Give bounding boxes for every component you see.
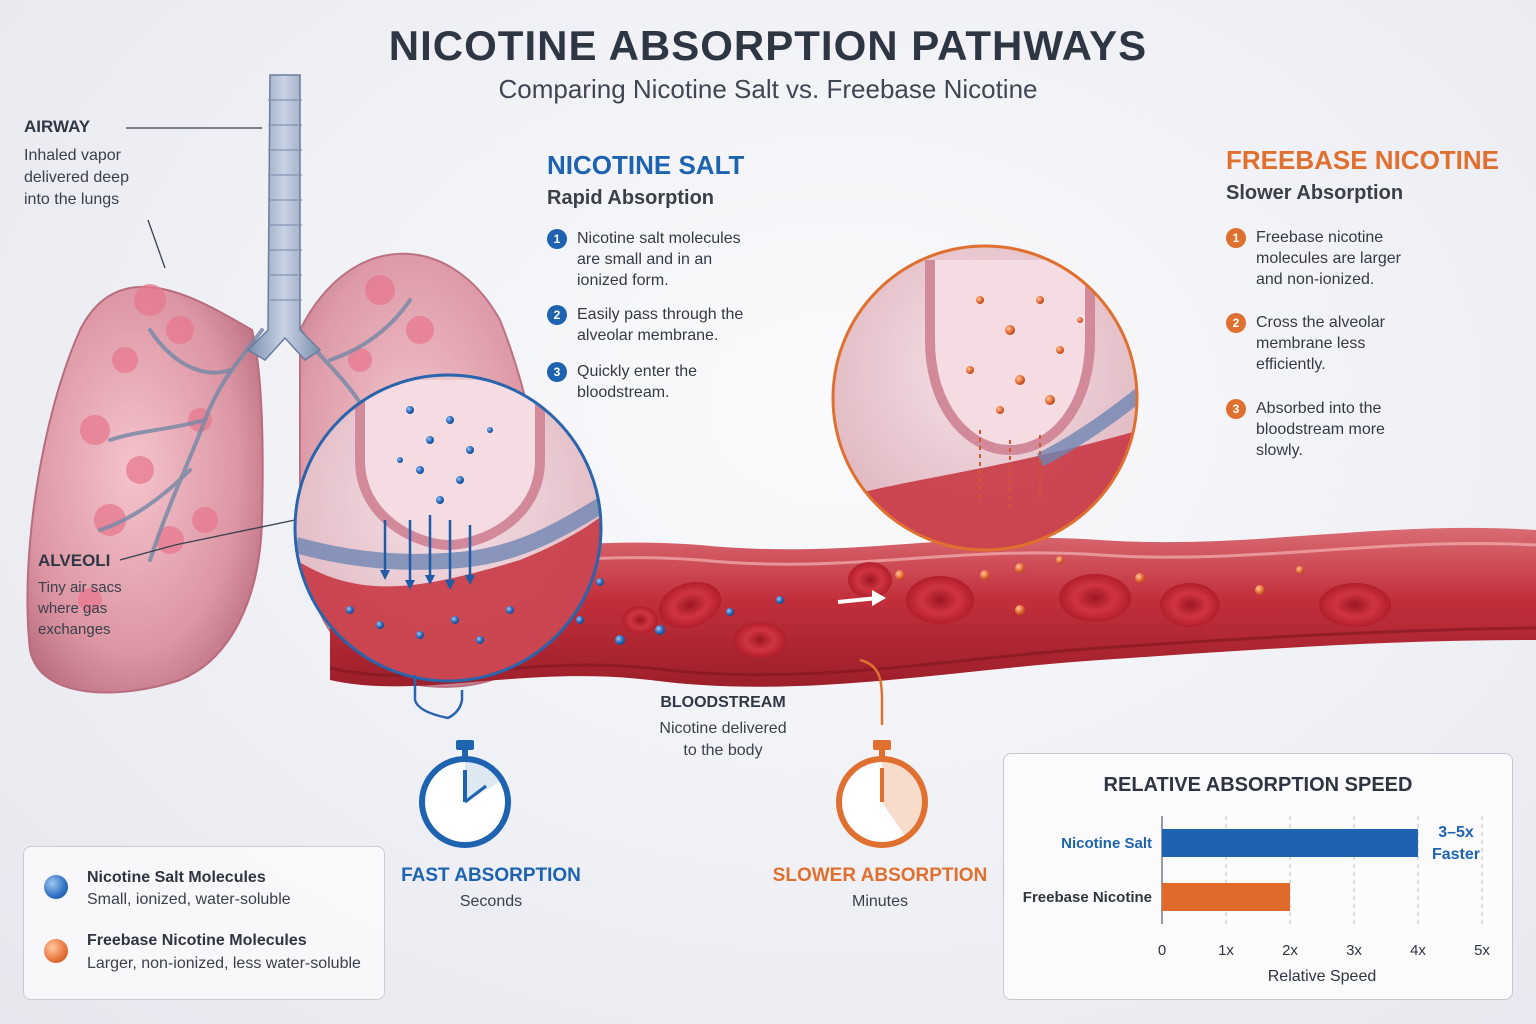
slow-absorption-label: SLOWER ABSORPTION (772, 865, 988, 886)
freebase-molecule-swatch (44, 939, 68, 963)
step-line: Cross the alveolar (1256, 314, 1385, 331)
salt-magnifier-circle (293, 373, 603, 720)
freebase-panel-subtitle: Slower Absorption (1226, 182, 1404, 204)
airway-line: into the lungs (24, 191, 120, 208)
slow-absorption-sub: Minutes (851, 893, 909, 910)
legend: Nicotine Salt Molecules Small, ionized, … (23, 846, 385, 1000)
step-line: ionized form. (577, 272, 669, 289)
step-line: are small and in an (577, 251, 713, 268)
legend-salt-name: Nicotine Salt Molecules (87, 869, 266, 886)
step-line: Easily pass through the (577, 306, 744, 323)
chart-tick-label: 3x (1346, 942, 1362, 959)
step-line: membrane less (1256, 335, 1366, 352)
salt-molecule-swatch (44, 875, 68, 899)
step-line: alveolar membrane. (577, 327, 719, 344)
chart-tick-label: 4x (1410, 942, 1426, 959)
salt-step: 1 Nicotine salt molecules are small and … (547, 228, 777, 291)
step-line: Freebase nicotine (1256, 229, 1384, 246)
step-line: molecules are larger (1256, 250, 1401, 267)
salt-step: 2 Easily pass through the alveolar membr… (547, 304, 777, 346)
step-number: 1 (547, 229, 567, 249)
step-number: 2 (1226, 313, 1246, 333)
blood-vessel-illustration (329, 527, 1536, 687)
airway-callout: AIRWAY Inhaled vapor delivered deep into… (24, 117, 129, 211)
bloodstream-line: to the body (683, 742, 763, 759)
alveoli-callout: ALVEOLI Tiny air sacs where gas exchange… (38, 551, 122, 640)
freebase-step: 1 Freebase nicotine molecules are larger… (1226, 227, 1456, 290)
chart-annotation: 3–5x (1438, 824, 1474, 841)
chart-x-axis-label: Relative Speed (1268, 968, 1377, 985)
step-line: Nicotine salt molecules (577, 230, 741, 247)
freebase-step: 3 Absorbed into the bloodstream more slo… (1226, 398, 1456, 461)
salt-step: 3 Quickly enter the bloodstream. (547, 361, 777, 403)
step-number: 1 (1226, 228, 1246, 248)
salt-panel-subtitle: Rapid Absorption (547, 187, 715, 209)
airway-line: delivered deep (24, 169, 129, 186)
page-subtitle: Comparing Nicotine Salt vs. Freebase Nic… (498, 74, 1038, 104)
chart-tick-label: 0 (1158, 942, 1166, 959)
alveoli-line: Tiny air sacs (38, 579, 122, 596)
stopwatch-icon (836, 740, 928, 848)
step-number: 3 (547, 362, 567, 382)
chart-title: RELATIVE ABSORPTION SPEED (1103, 774, 1413, 796)
freebase-panel-title: FREEBASE NICOTINE (1226, 145, 1500, 175)
alveoli-line: where gas (38, 600, 108, 617)
step-line: Quickly enter the (577, 363, 698, 380)
step-number: 2 (547, 305, 567, 325)
chart-tick-label: 2x (1282, 942, 1298, 959)
bloodstream-callout: BLOODSTREAM Nicotine delivered to the bo… (623, 694, 823, 762)
step-line: bloodstream more (1256, 421, 1385, 438)
freebase-panel: FREEBASE NICOTINE Slower Absorption 1 Fr… (1226, 145, 1526, 467)
salt-panel-title: NICOTINE SALT (547, 150, 745, 180)
page-title: NICOTINE ABSORPTION PATHWAYS (388, 22, 1148, 69)
chart-annotation: Faster (1432, 846, 1480, 863)
step-line: and non-ionized. (1256, 271, 1375, 288)
absorption-speed-chart: RELATIVE ABSORPTION SPEED 0 1x 2x 3x 4x 5x Nic… (1003, 753, 1513, 1000)
legend-freebase-name: Freebase Nicotine Molecules (87, 932, 307, 949)
bloodstream-title: BLOODSTREAM (660, 694, 786, 711)
step-number: 3 (1226, 399, 1246, 419)
stopwatch-icon (419, 740, 511, 848)
chart-category-label: Nicotine Salt (1061, 835, 1152, 852)
fast-absorption-label: FAST ABSORPTION (401, 865, 581, 886)
arrow-right-icon (837, 596, 879, 604)
chart-category-label: Freebase Nicotine (1023, 889, 1152, 906)
alveoli-line: exchanges (38, 621, 111, 638)
chart-tick-label: 5x (1474, 942, 1490, 959)
freebase-step: 2 Cross the alveolar membrane less effic… (1226, 312, 1456, 375)
bloodstream-line: Nicotine delivered (659, 720, 787, 737)
legend-salt-desc: Small, ionized, water-soluble (87, 891, 291, 908)
salt-panel: NICOTINE SALT Rapid Absorption 1 Nicotin… (547, 150, 847, 408)
airway-title: AIRWAY (24, 117, 91, 136)
chart-bar (1162, 883, 1290, 911)
step-line: Absorbed into the (1256, 400, 1382, 417)
fast-absorption-sub: Seconds (459, 893, 523, 910)
step-line: slowly. (1256, 442, 1303, 459)
step-line: bloodstream. (577, 384, 670, 401)
airway-line: Inhaled vapor (24, 147, 121, 164)
step-line: efficiently. (1256, 356, 1326, 373)
chart-tick-label: 1x (1218, 942, 1234, 959)
freebase-magnifier-circle (831, 244, 1139, 725)
legend-freebase-desc: Larger, non-ionized, less water-soluble (87, 955, 361, 972)
chart-bar (1162, 829, 1418, 857)
alveoli-title: ALVEOLI (38, 551, 111, 570)
